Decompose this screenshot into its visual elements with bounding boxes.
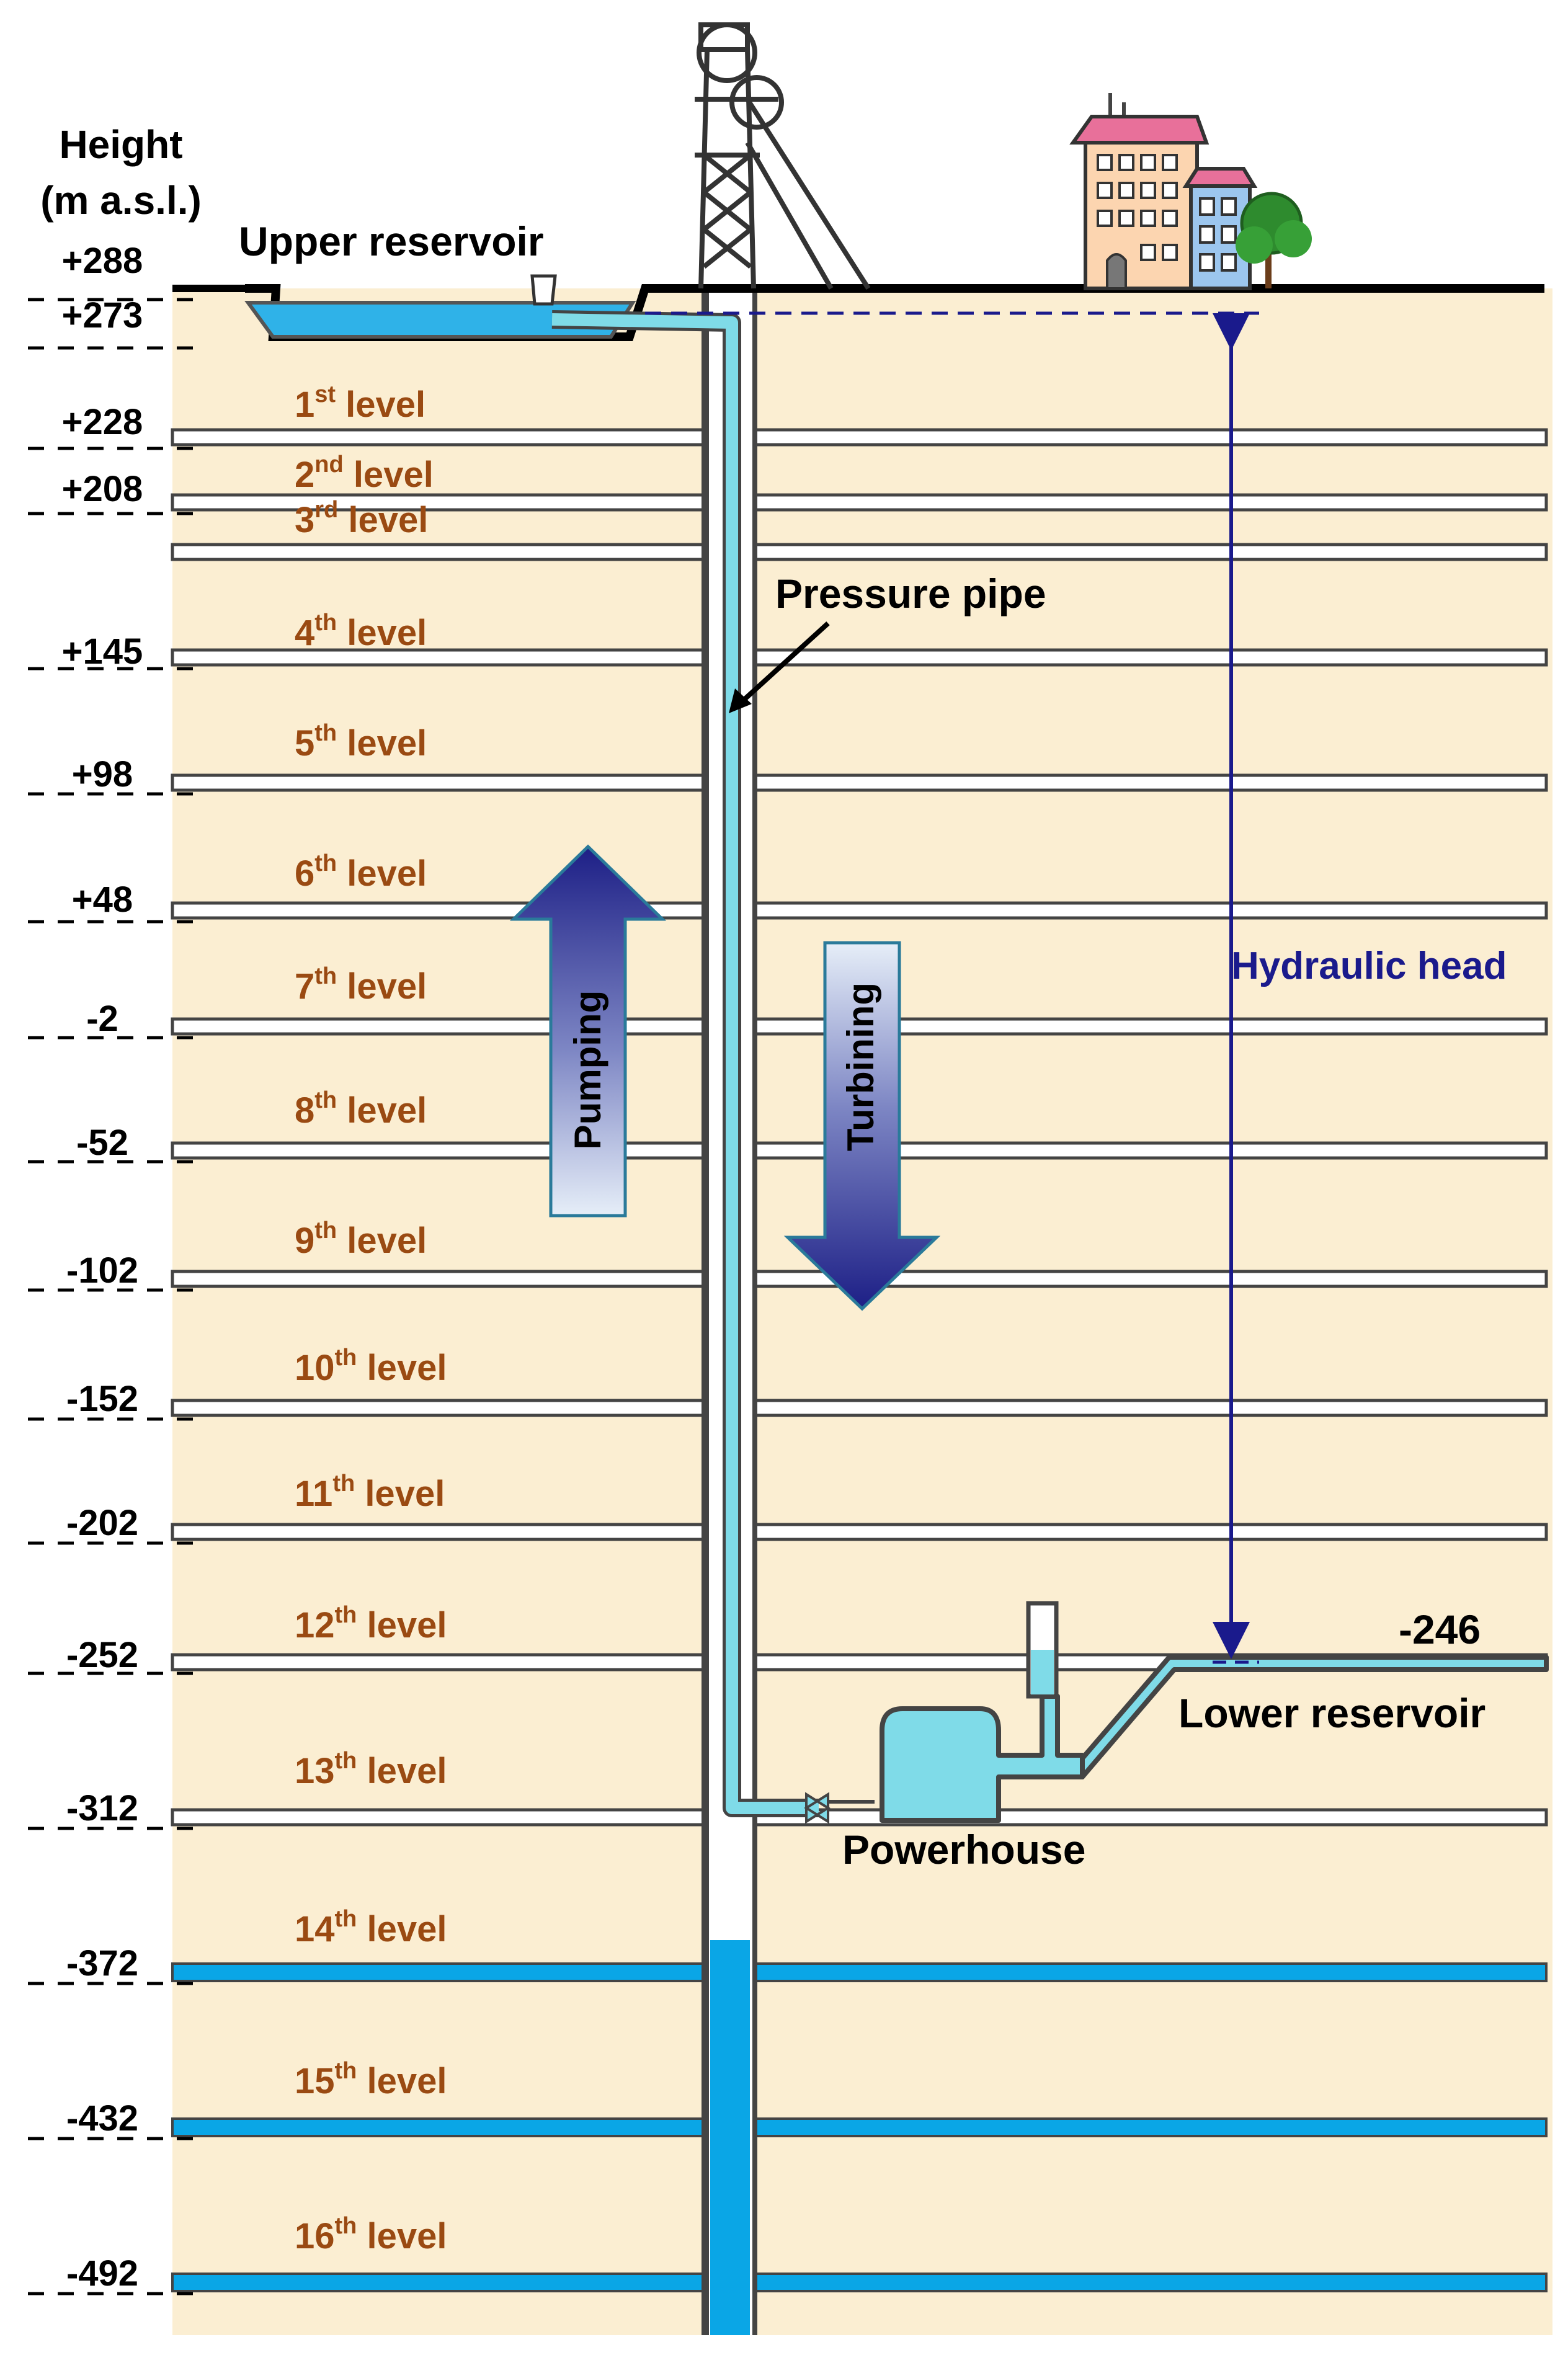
- level-label: 12th level: [295, 1602, 447, 1645]
- elevation-label: -432: [66, 2098, 138, 2139]
- level-label: 1st level: [295, 381, 425, 425]
- level-label: 11th level: [295, 1471, 445, 1514]
- headframe-tower: [695, 22, 871, 290]
- mine-gallery: [171, 1808, 1548, 1827]
- pumping-label: Pumping: [567, 991, 608, 1150]
- flooded-gallery: [171, 1962, 1548, 1982]
- level-label: 2nd level: [295, 452, 434, 495]
- elevation-label: +208: [62, 469, 143, 509]
- powerhouse: [804, 1601, 1085, 1824]
- elevation-label: +48: [72, 879, 133, 920]
- level-label: 3rd level: [295, 497, 428, 540]
- pumping-arrow: [509, 844, 667, 1218]
- level-label: 10th level: [295, 1345, 447, 1388]
- elevation-label: -312: [66, 1788, 138, 1828]
- level-label: 6th level: [295, 850, 427, 894]
- pressure-pipe-water: [551, 313, 819, 1814]
- turbining-label: Turbining: [840, 982, 881, 1151]
- mine-gallery: [171, 1523, 1548, 1541]
- ground-body: [172, 288, 1552, 2335]
- lower-reservoir-label: Lower reservoir: [1178, 1690, 1486, 1736]
- height-axis-title-line2: (m a.s.l.): [40, 178, 202, 223]
- pressure-pipe-pointer: [737, 621, 830, 706]
- elevation-label: +98: [72, 754, 133, 795]
- upper-reservoir-label: Upper reservoir: [239, 218, 544, 264]
- elevation-label: -372: [66, 1943, 138, 1983]
- elevation-label: -202: [66, 1503, 138, 1543]
- level-label: 14th level: [295, 1906, 447, 1949]
- elevation-label: -492: [66, 2253, 138, 2294]
- elevation-label: -152: [66, 1379, 138, 1419]
- flooded-gallery: [171, 2117, 1548, 2137]
- turbining-arrow: [783, 941, 941, 1311]
- hydraulic-head-label: Hydraulic head: [1231, 945, 1507, 987]
- level-label: 4th level: [295, 610, 427, 653]
- elevation-scale: +288 +273 +228 +208 +145 +98 +48 -2 -52 -102 -152 -…: [28, 241, 197, 2295]
- mine-gallery: [171, 901, 1548, 920]
- elevation-label: +288: [62, 241, 143, 281]
- level-label: 13th level: [295, 1748, 447, 1791]
- level-label: 5th level: [295, 720, 427, 763]
- level-label: 9th level: [295, 1218, 427, 1261]
- flooded-gallery: [171, 2273, 1548, 2292]
- mine-gallery: [171, 493, 1548, 512]
- flooded-shaft: [710, 1940, 750, 2335]
- intake-structure: [530, 274, 557, 306]
- elevation-label: +273: [62, 295, 143, 336]
- mine-gallery: [171, 773, 1548, 792]
- elevation-label: -252: [66, 1635, 138, 1675]
- surface-buildings: [1069, 93, 1312, 290]
- level-label: 8th level: [295, 1087, 427, 1131]
- mine-gallery: [171, 648, 1548, 667]
- pressure-pipe-label: Pressure pipe: [775, 571, 1046, 617]
- height-axis-title-line1: Height: [59, 122, 182, 167]
- lower-level-value: -246: [1399, 1606, 1481, 1652]
- mine-gallery: [171, 1399, 1548, 1417]
- mine-gallery: [171, 428, 1548, 447]
- elevation-label: -102: [66, 1250, 138, 1291]
- elevation-label: -2: [86, 999, 118, 1039]
- elevation-label: -52: [76, 1123, 128, 1163]
- level-label: 16th level: [295, 2213, 447, 2256]
- level-label: 15th level: [295, 2058, 447, 2101]
- mine-gallery: [171, 543, 1548, 561]
- elevation-label: +145: [62, 631, 143, 672]
- pressure-pipe-pointer-head: [729, 688, 752, 713]
- level-label: 7th level: [295, 963, 427, 1007]
- elevation-label: +228: [62, 402, 143, 442]
- upper-reservoir: [244, 301, 636, 339]
- powerhouse-label: Powerhouse: [842, 1827, 1085, 1872]
